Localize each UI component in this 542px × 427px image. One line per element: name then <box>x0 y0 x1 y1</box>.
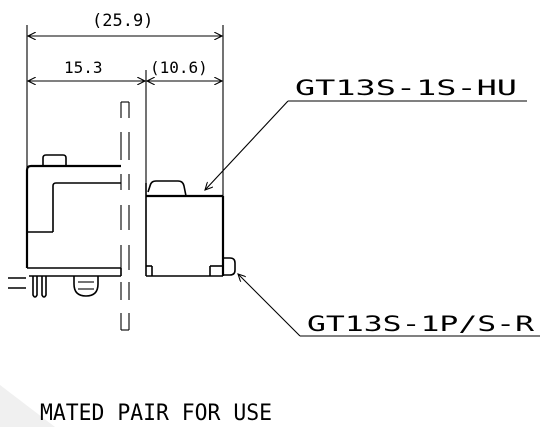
board-dashed-line <box>120 101 130 331</box>
extension-lines <box>26 25 224 198</box>
dimension-lines <box>28 36 222 81</box>
watermark-shape <box>0 385 55 427</box>
plug-body <box>145 180 236 277</box>
receptacle-body <box>8 154 122 298</box>
dimension-left: 15.3 <box>64 58 103 77</box>
dimension-right: (10.6) <box>150 58 208 77</box>
callout-upper-part: GT13S-1S-HU <box>295 76 517 100</box>
dimension-overall: (25.9) <box>92 11 153 31</box>
note-text: MATED PAIR FOR USE <box>40 401 272 426</box>
leader-lines <box>205 100 540 337</box>
callout-lower-part: GT13S-1P/S-R <box>307 312 535 336</box>
